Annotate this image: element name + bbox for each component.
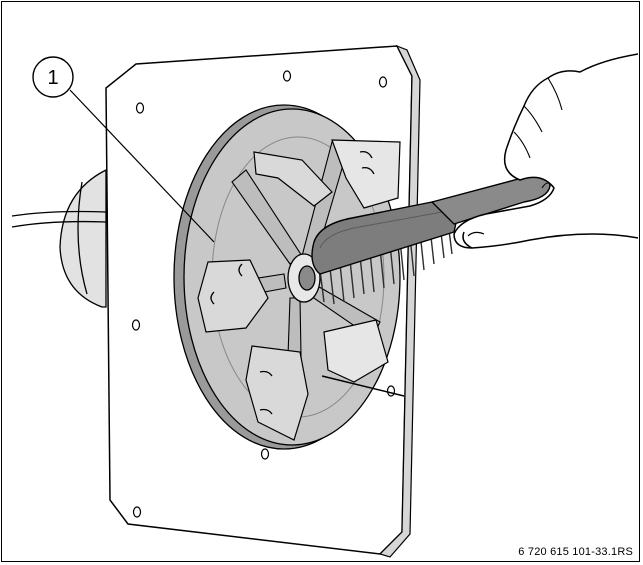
fan-wheel bbox=[173, 104, 405, 450]
hand bbox=[453, 53, 639, 249]
callout-leader-line bbox=[69, 89, 215, 243]
motor-housing bbox=[11, 168, 107, 308]
wire-brush bbox=[311, 175, 551, 305]
plate-screw-holes bbox=[131, 70, 396, 518]
figure-reference: 6 720 615 101-33.1RS bbox=[518, 546, 633, 558]
blade-clips bbox=[210, 150, 405, 415]
callout-1 bbox=[32, 56, 215, 243]
callout-number: 1 bbox=[47, 67, 59, 89]
wheel-hub bbox=[287, 253, 321, 303]
wheel-blades bbox=[197, 139, 401, 441]
